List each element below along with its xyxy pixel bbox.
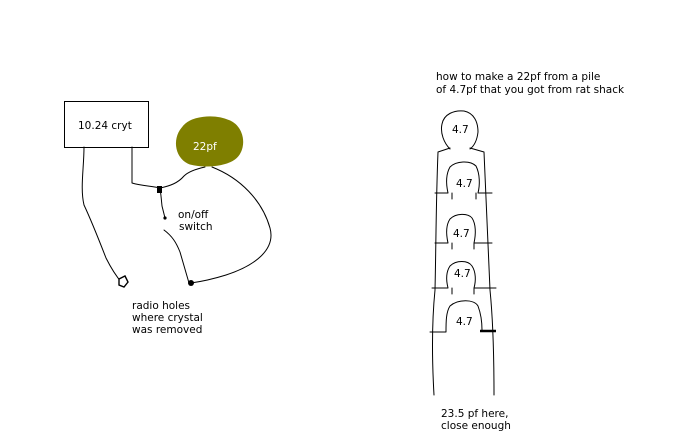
radio-note-line1: radio holes [132, 300, 191, 312]
cap-3-outline [434, 213, 493, 250]
cap-2-label: 4.7 [456, 178, 473, 190]
wire-capacitor-loop [190, 166, 272, 284]
wire-crystal-to-switch [131, 146, 161, 189]
title-line2: of 4.7pf that you got from rat shack [436, 84, 625, 96]
capacitor-label: 22pf [193, 141, 217, 153]
radio-contact-left [118, 275, 129, 288]
cap-4-outline [431, 261, 497, 295]
cap-5-outline [429, 300, 483, 333]
switch-top-contact [157, 186, 162, 193]
result-line2: close enough [441, 420, 511, 432]
wire-capacitor-to-switch [159, 166, 206, 189]
radio-contact-right [188, 280, 194, 286]
cap-stack-left-edge [432, 147, 451, 396]
title-line1: how to make a 22pf from a pile [436, 71, 601, 83]
switch-pivot [163, 216, 167, 220]
cap-3-label: 4.7 [453, 228, 470, 240]
crystal-label: 10.24 cryt [78, 120, 132, 132]
cap-stack-right-edge [469, 147, 495, 396]
radio-note-line3: was removed [132, 324, 203, 336]
radio-note-line2: where crystal [132, 312, 203, 324]
wire-crystal-to-radio [81, 146, 123, 284]
wire-switch-lower [163, 229, 190, 284]
cap-5-label: 4.7 [456, 316, 473, 328]
crystal-box [64, 101, 149, 148]
switch-label-line1: on/off [178, 209, 209, 221]
switch-label-line2: switch [179, 221, 213, 233]
cap-4-label: 4.7 [454, 268, 471, 280]
cap-2-outline [434, 161, 493, 200]
cap-1-outline [441, 110, 479, 150]
result-line1: 23.5 pf here, [441, 408, 509, 420]
cap-1-label: 4.7 [452, 124, 469, 136]
